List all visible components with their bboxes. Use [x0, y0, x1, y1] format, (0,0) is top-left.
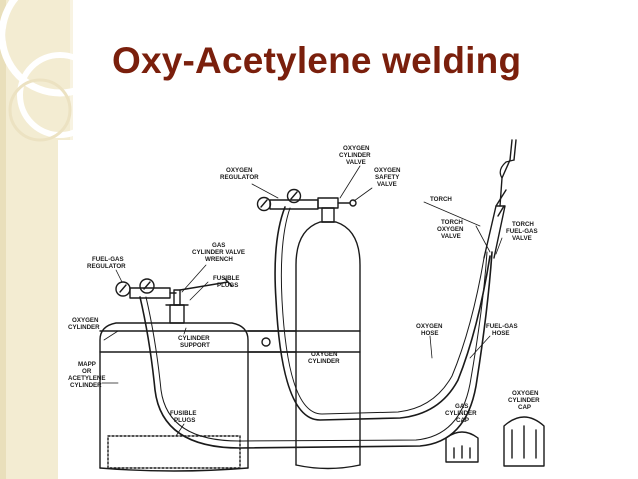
hoses	[139, 206, 493, 449]
oxygen-cylinder-cap	[503, 416, 545, 467]
label-oxygen-cylinder-cap: OXYGEN CYLINDER CAP	[508, 390, 541, 411]
label-mapp-acetylene-cylinder: MAPP OR ACETYLENE CYLINDER	[68, 361, 107, 389]
label-gas-cylinder-valve-wrench: GAS CYLINDER VALVE WRENCH	[192, 242, 247, 263]
label-cylinder-support: CYLINDER SUPPORT	[178, 335, 211, 349]
label-fuel-gas-hose: FUEL-GAS HOSE	[486, 323, 519, 337]
label-torch-oxygen-valve: TORCH OXYGEN VALVE	[437, 219, 465, 240]
label-torch: TORCH	[430, 196, 452, 203]
acetylene-cylinder	[99, 289, 249, 472]
leader-lines	[101, 165, 503, 437]
label-gas-cylinder-cap: GAS CYLINDER CAP	[445, 403, 478, 424]
cylinder-support	[99, 330, 361, 353]
label-oxygen-cylinder-left: OXYGEN CYLINDER	[68, 317, 100, 331]
diagram-background	[58, 140, 638, 479]
deco-circle-1	[0, 0, 122, 97]
label-oxygen-hose: OXYGEN HOSE	[416, 323, 444, 337]
deco-circle-3	[8, 78, 72, 142]
deco-circle-2	[17, 52, 103, 138]
label-oxygen-cylinder-center: OXYGEN CYLINDER	[308, 351, 340, 365]
oxygen-cylinder	[295, 197, 361, 470]
slide-title: Oxy-Acetylene welding	[112, 40, 522, 81]
gas-cylinder-cap	[445, 431, 479, 463]
label-torch-fuel-gas-valve: TORCH FUEL-GAS VALVE	[506, 221, 539, 242]
label-oxygen-cylinder-valve: OXYGEN CYLINDER VALVE	[339, 145, 372, 166]
label-fusible-plugs-bottom: FUSIBLE PLUGS	[170, 410, 198, 424]
label-fuel-gas-regulator: FUEL-GAS REGULATOR	[87, 256, 126, 270]
fuel-gas-regulator	[115, 278, 177, 299]
label-fusible-plugs-top: FUSIBLE PLUGS	[213, 275, 241, 289]
oxygen-regulator	[256, 188, 319, 212]
torch	[483, 139, 517, 259]
label-oxygen-regulator: OXYGEN REGULATOR	[220, 167, 259, 181]
label-oxygen-safety-valve: OXYGEN SAFETY VALVE	[374, 167, 402, 188]
deco-left-stripe	[0, 0, 6, 479]
